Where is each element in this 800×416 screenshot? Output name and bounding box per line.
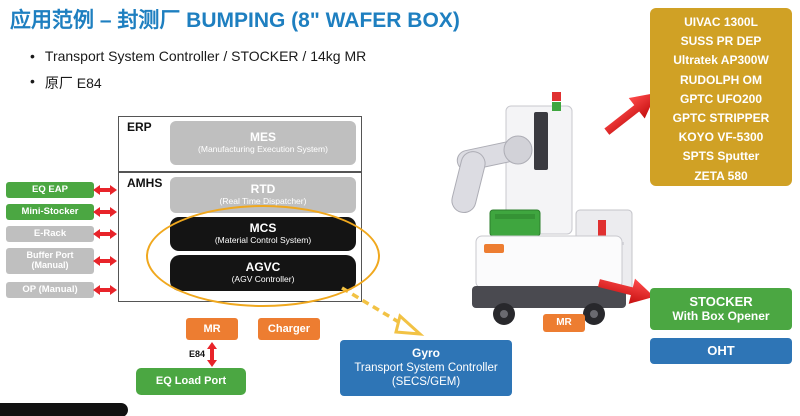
equipment-item: UIVAC 1300L: [684, 15, 758, 29]
charger-box: Charger: [258, 318, 320, 340]
equipment-list-box: UIVAC 1300L SUSS PR DEP Ultratek AP300W …: [650, 8, 792, 186]
mes-title: MES: [249, 130, 276, 145]
mcs-subtitle: (Material Control System): [214, 235, 312, 246]
page-title: 应用范例 – 封测厂 BUMPING (8" WAFER BOX): [10, 9, 460, 32]
bullet-dot: •: [30, 48, 35, 64]
agvc-subtitle: (AGV Controller): [231, 274, 295, 285]
equipment-item: ZETA 580: [694, 168, 748, 183]
amhs-label: AMHS: [127, 176, 163, 190]
equipment-item: SUSS PR DEP: [680, 34, 762, 49]
left-item-e-rack: E-Rack: [6, 226, 94, 242]
double-arrow-icon: [92, 184, 118, 196]
arrow-to-equipment-icon: [598, 81, 666, 142]
eq-load-port-box: EQ Load Port: [136, 368, 246, 395]
bullet-text: 原厂 E84: [44, 75, 102, 91]
rtd-title: RTD: [250, 182, 276, 197]
equipment-item: GPTC UFO200: [679, 91, 763, 106]
bullet-text: Transport System Controller / STOCKER / …: [44, 48, 367, 64]
robot-mr-tag: MR: [543, 314, 585, 332]
mes-subtitle: (Manufacturing Execution System): [198, 144, 328, 155]
dashed-arrow-icon: [336, 284, 428, 342]
agv-robot-photo: [448, 92, 638, 332]
rtd-subtitle: (Real Time Dispatcher): [219, 196, 307, 207]
stocker-line2: With Box Opener: [672, 308, 770, 323]
equipment-item: GPTC STRIPPER: [672, 111, 770, 126]
left-item-mini-stocker: Mini-Stocker: [6, 204, 94, 220]
footer-bar: [0, 403, 128, 416]
double-arrow-icon: [92, 228, 118, 240]
gyro-line3: (SECS/GEM): [391, 375, 461, 388]
double-arrow-icon: [92, 255, 118, 267]
mcs-title: MCS: [249, 221, 277, 236]
oht-label: OHT: [707, 342, 735, 358]
bullet-item: • 原厂 E84: [30, 73, 366, 93]
equipment-item: KOYO VF-5300: [678, 130, 764, 145]
stocker-box: STOCKER With Box Opener: [650, 288, 792, 330]
equipment-item: Ultratek AP300W: [673, 53, 769, 68]
rtd-box: RTD (Real Time Dispatcher): [170, 177, 356, 213]
gyro-line2: Transport System Controller: [354, 361, 498, 374]
robot-mr-label: MR: [556, 317, 572, 329]
e84-double-arrow-icon: [206, 341, 218, 368]
equipment-item: SPTS Sputter: [682, 149, 760, 164]
equipment-item: RUDOLPH OM: [680, 72, 762, 87]
mr-box: MR: [186, 318, 238, 340]
agvc-title: AGVC: [245, 260, 281, 275]
charger-label: Charger: [267, 322, 311, 335]
eq-load-port-label: EQ Load Port: [155, 375, 227, 388]
mes-box: MES (Manufacturing Execution System): [170, 121, 356, 165]
agvc-box: AGVC (AGV Controller): [170, 255, 356, 291]
bullet-list: • Transport System Controller / STOCKER …: [30, 48, 366, 102]
double-arrow-icon: [92, 206, 118, 218]
bullet-item: • Transport System Controller / STOCKER …: [30, 48, 366, 64]
left-item-eq-eap: EQ EAP: [6, 182, 94, 198]
e84-label: E84: [189, 349, 206, 359]
gyro-controller-box: Gyro Transport System Controller (SECS/G…: [340, 340, 512, 396]
mr-label: MR: [203, 322, 221, 335]
erp-label: ERP: [127, 120, 152, 134]
mcs-box: MCS (Material Control System): [170, 217, 356, 251]
stocker-line1: STOCKER: [689, 293, 753, 309]
gyro-line1: Gyro: [411, 345, 440, 360]
oht-box: OHT: [650, 338, 792, 364]
arrow-to-stocker-icon: [595, 269, 658, 310]
left-item-buffer-port: Buffer Port (Manual): [6, 248, 94, 274]
bullet-dot: •: [30, 73, 35, 89]
left-item-op-manual: OP (Manual): [6, 282, 94, 298]
double-arrow-icon: [92, 284, 118, 296]
